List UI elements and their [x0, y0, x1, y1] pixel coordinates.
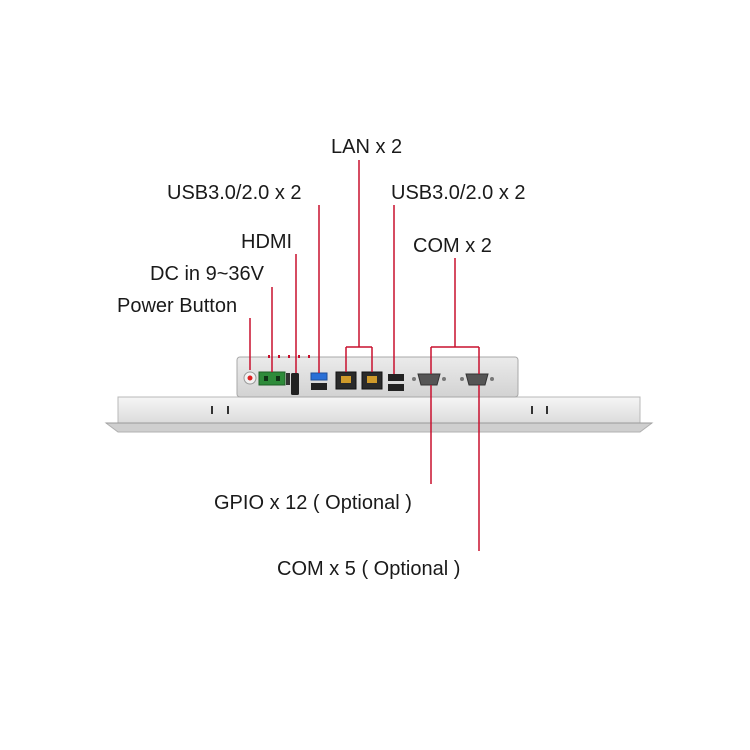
dc-in-terminal [258, 371, 290, 386]
hdmi-port [291, 373, 299, 395]
lan-ports [335, 371, 383, 390]
mounting-slots [211, 406, 548, 414]
label-dc-in: DC in 9~36V [150, 263, 264, 285]
label-gpio: GPIO x 12 ( Optional ) [214, 492, 412, 514]
power-button [243, 371, 257, 385]
panel-body [104, 396, 654, 433]
com-ports [412, 373, 494, 386]
label-usb-right: USB3.0/2.0 x 2 [391, 182, 526, 204]
label-usb-left: USB3.0/2.0 x 2 [167, 182, 302, 204]
leader-lines [249, 160, 480, 551]
label-hdmi: HDMI [241, 231, 293, 253]
label-lan: LAN x 2 [331, 136, 403, 158]
label-com-optional: COM x 5 ( Optional ) [277, 558, 461, 580]
label-power-button: Power Button [117, 295, 238, 317]
label-com-right: COM x 2 [413, 235, 492, 257]
usb-ports-right [388, 374, 404, 391]
io-tick-marks [268, 355, 310, 358]
